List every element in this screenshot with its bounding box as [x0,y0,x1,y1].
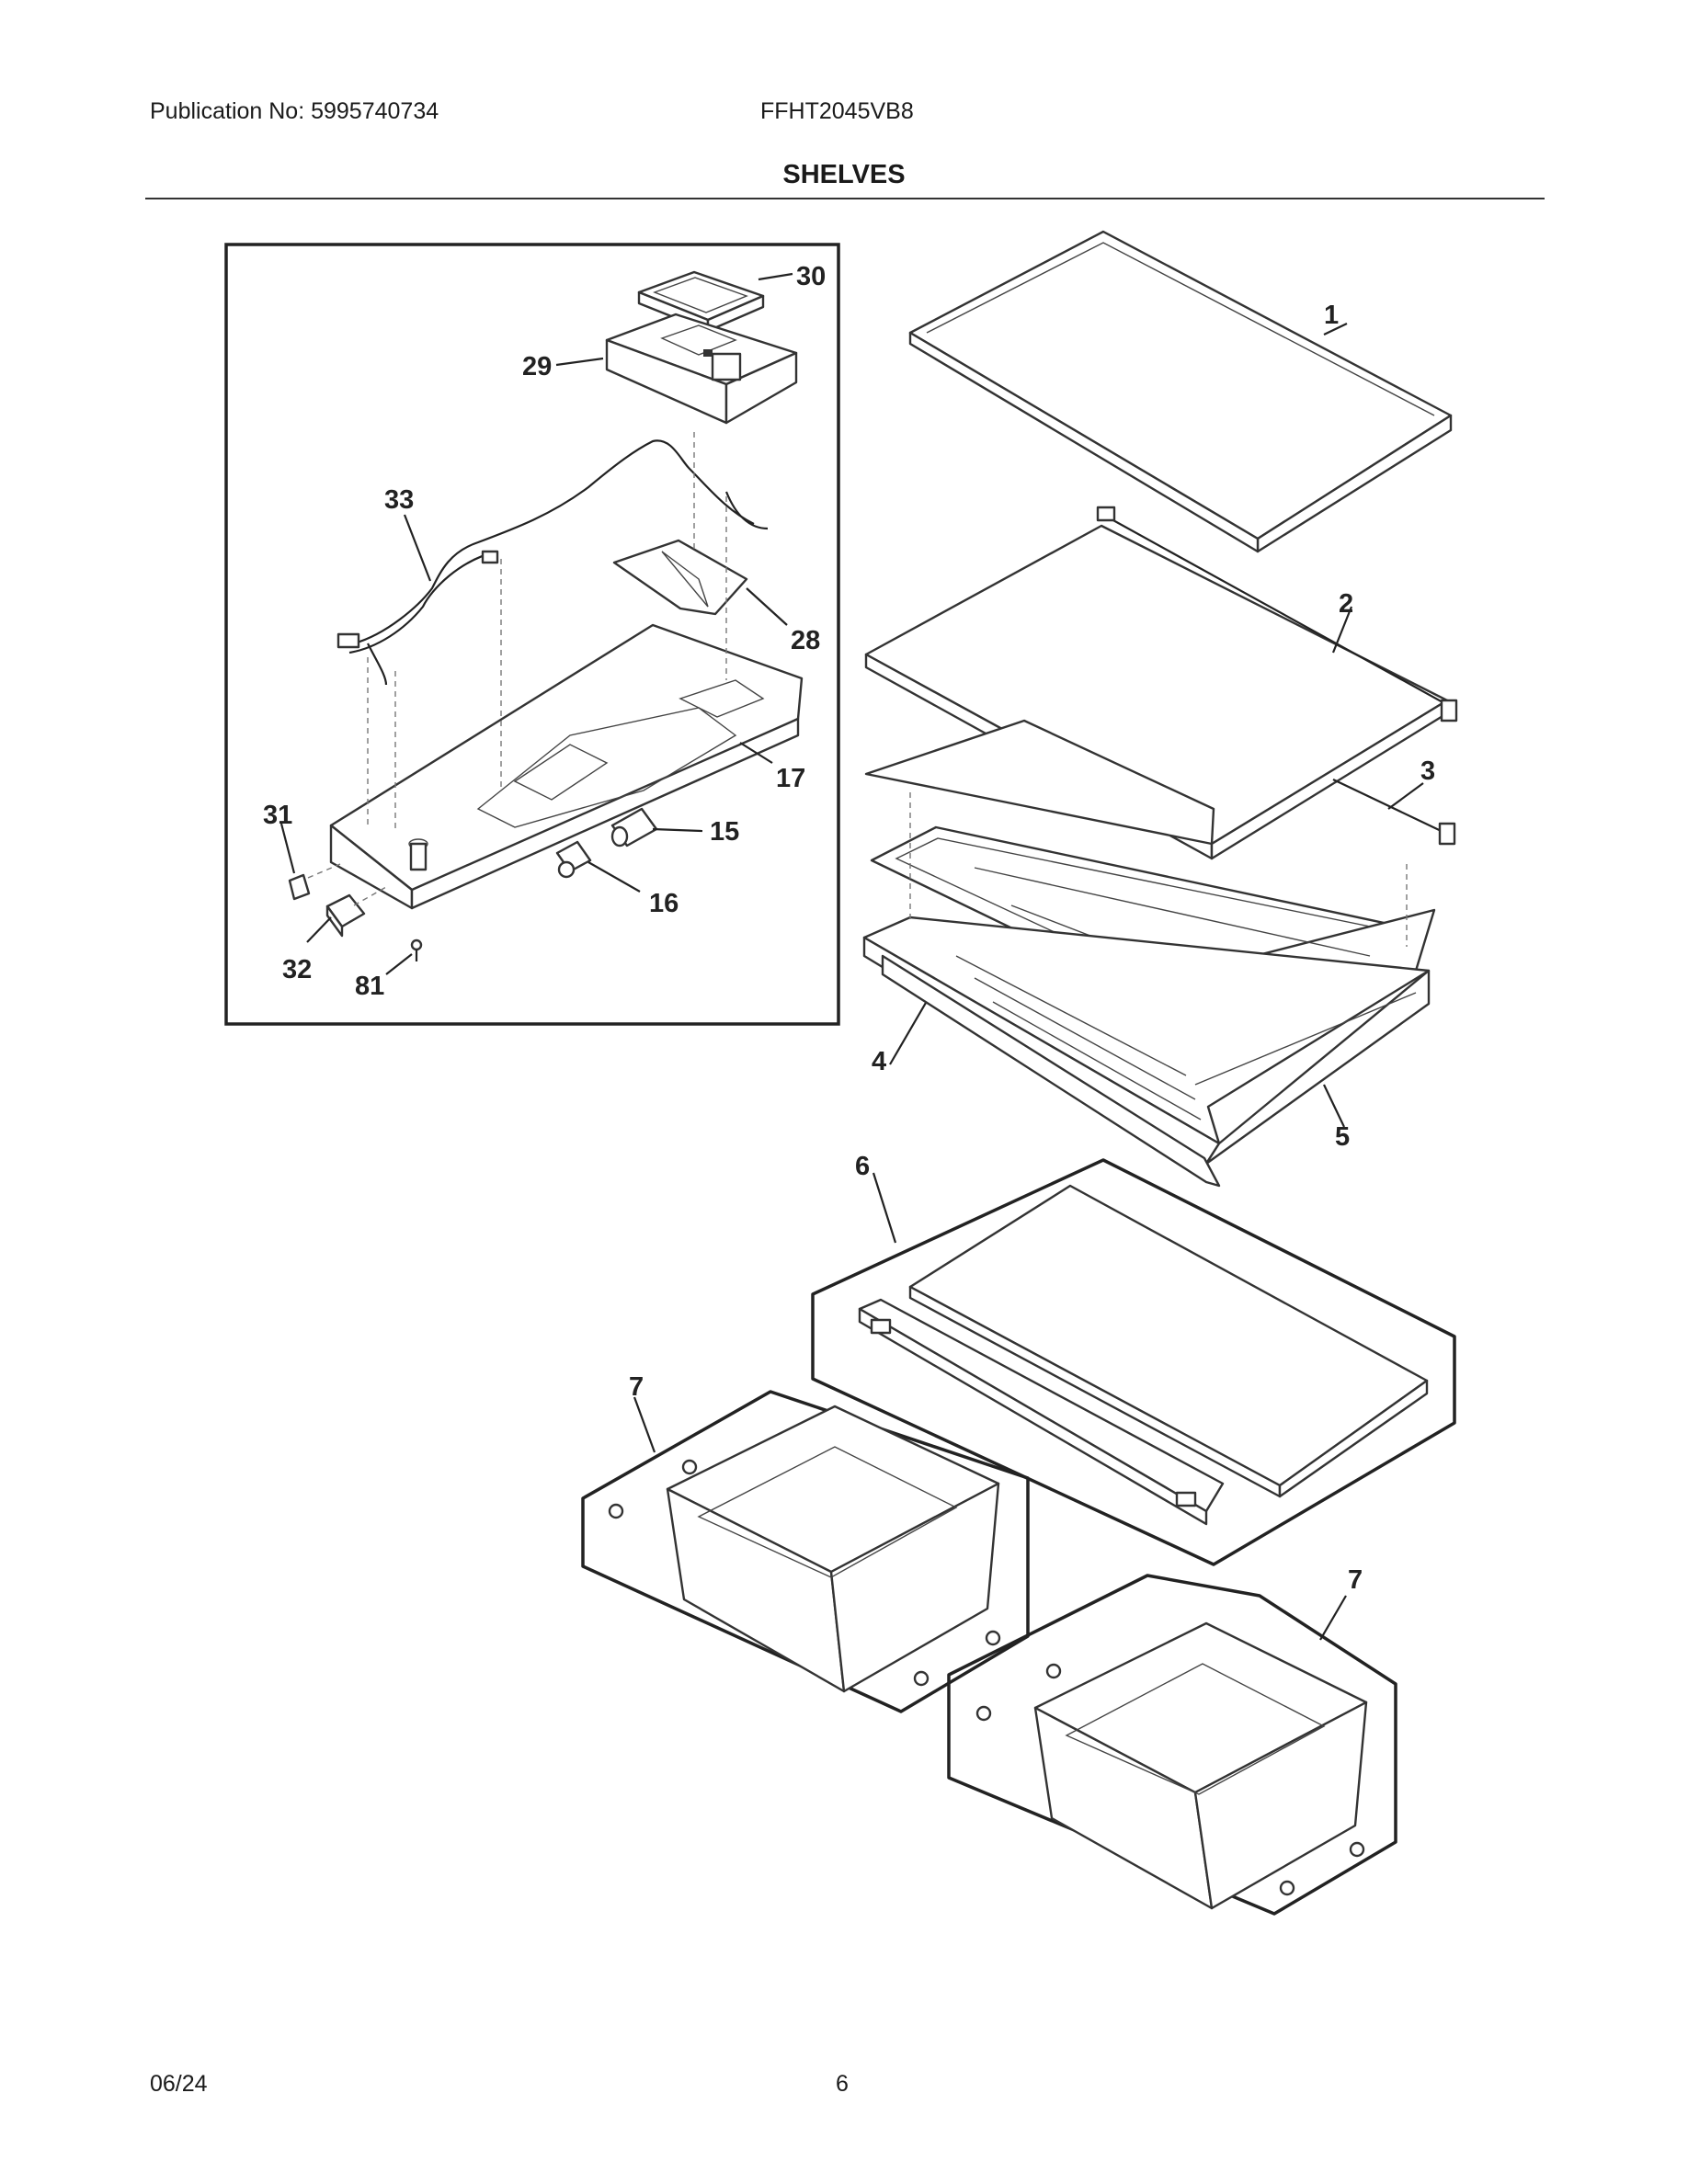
part-28-air-duct[interactable] [612,539,748,616]
part-7-crisper-drawer-left[interactable] [608,1405,1001,1693]
callout-15: 15 [710,817,739,847]
header-divider [145,198,1545,199]
group-6-outline [811,1158,1456,1566]
callout-3: 3 [1420,756,1435,786]
callout-33: 33 [384,485,414,515]
callout-31: 31 [263,801,292,830]
callout-81: 81 [355,972,384,1001]
callout-16: 16 [649,889,679,918]
footer-page-number: 6 [836,2071,849,2097]
callout-5: 5 [1335,1122,1350,1152]
part-1-glass-shelf[interactable] [908,230,1453,553]
callout-17: 17 [776,764,805,793]
publication-number: Publication No: 5995740734 [150,98,439,124]
callout-30: 30 [796,262,826,291]
callout-29: 29 [522,352,552,381]
part-6-crisper-shelf[interactable] [858,1184,1429,1526]
part-81-screw[interactable] [410,938,423,961]
part-5-crisper-tray[interactable] [862,916,1431,1188]
callout-4: 4 [872,1047,886,1076]
part-17-control-housing[interactable] [329,623,804,910]
inset-frame [224,243,840,1026]
part-7-crisper-drawer-right[interactable] [975,1621,1368,1910]
part-3-glass-shelf[interactable] [864,719,1456,846]
group-7-right-outline [947,1574,1397,1916]
callout-6: 6 [855,1152,870,1181]
callout-7-right: 7 [1348,1565,1363,1595]
callout-2: 2 [1339,589,1353,619]
part-33-wire-harness[interactable] [336,352,769,686]
part-32-switch[interactable] [325,893,366,938]
part-31-clip[interactable] [288,873,311,901]
footer-date: 06/24 [150,2071,208,2097]
part-29-filter-housing[interactable] [605,313,798,425]
callout-32: 32 [282,955,312,984]
callout-7-left: 7 [629,1372,644,1402]
callout-1: 1 [1324,301,1339,330]
part-16-fitting[interactable] [555,840,592,879]
callout-28: 28 [791,626,820,655]
model-number: FFHT2045VB8 [760,98,914,124]
page-title: SHELVES [782,160,906,189]
